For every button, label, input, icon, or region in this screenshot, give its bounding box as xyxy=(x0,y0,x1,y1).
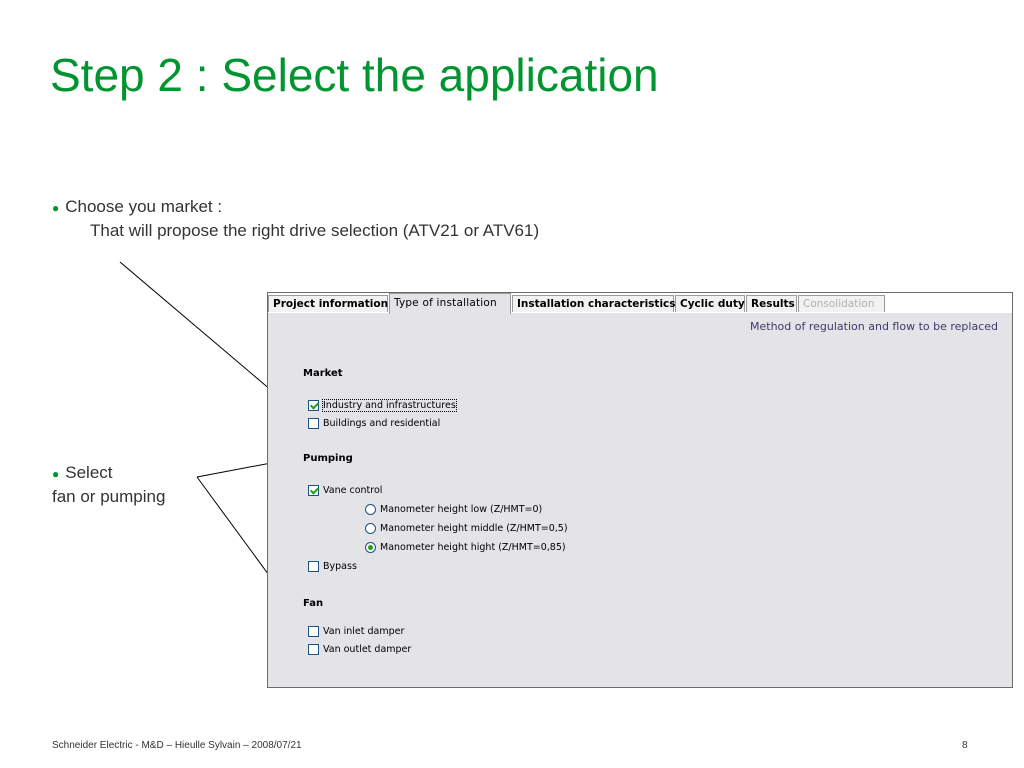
bullet-market-text: Choose you market : xyxy=(65,197,223,216)
tab-consolidation: Consolidation xyxy=(798,295,885,312)
bullet-dot: ● xyxy=(52,200,60,215)
industry-checkbox[interactable]: Industry and infrastructures xyxy=(308,399,457,412)
section-pumping: Pumping xyxy=(303,453,353,464)
radio-manometer-low[interactable]: Manometer height low (Z/HMT=0) xyxy=(365,504,542,515)
slide-title: Step 2 : Select the application xyxy=(50,49,659,101)
tab-results[interactable]: Results xyxy=(746,295,797,312)
panel-header: Method of regulation and flow to be repl… xyxy=(750,320,998,333)
radio-manometer-middle[interactable]: Manometer height middle (Z/HMT=0,5) xyxy=(365,523,568,534)
radio-manometer-high[interactable]: Manometer height hight (Z/HMT=0,85) xyxy=(365,542,566,553)
tab-cyclic-duty[interactable]: Cyclic duty xyxy=(675,295,745,312)
radio-circle xyxy=(365,523,376,534)
tab-project-information[interactable]: Project information xyxy=(268,295,388,312)
buildings-checkbox[interactable]: Buildings and residential xyxy=(308,418,440,429)
section-fan: Fan xyxy=(303,598,324,609)
radio-circle xyxy=(365,504,376,515)
bypass-checkbox[interactable]: Bypass xyxy=(308,561,357,572)
tab-type-of-installation[interactable]: Type of installation xyxy=(389,293,511,314)
slide-footer: Schneider Electric - M&D – Hieulle Sylva… xyxy=(52,740,302,751)
industry-label: Industry and infrastructures xyxy=(322,399,457,412)
checkbox-box xyxy=(308,644,319,655)
bypass-label: Bypass xyxy=(323,561,357,572)
bullet-select-subtext: fan or pumping xyxy=(52,487,166,506)
bullet-select: ● Select xyxy=(52,463,113,483)
bullet-market-subtext: That will propose the right drive select… xyxy=(90,221,540,240)
bullet-dot: ● xyxy=(52,466,60,481)
section-market: Market xyxy=(303,368,343,379)
vane-control-label: Vane control xyxy=(323,485,383,496)
tab-installation-characteristics[interactable]: Installation characteristics xyxy=(512,295,676,312)
radio-manometer-high-label: Manometer height hight (Z/HMT=0,85) xyxy=(380,542,566,553)
checkbox-box xyxy=(308,561,319,572)
radio-manometer-middle-label: Manometer height middle (Z/HMT=0,5) xyxy=(380,523,568,534)
vane-control-checkbox[interactable]: Vane control xyxy=(308,485,382,496)
van-outlet-damper-label: Van outlet damper xyxy=(323,644,412,655)
van-inlet-damper-checkbox[interactable]: Van inlet damper xyxy=(308,626,404,637)
bullet-select-text: Select xyxy=(65,463,113,482)
tab-bar: Project information Type of installation… xyxy=(268,293,1012,314)
page-number: 8 xyxy=(962,740,968,751)
app-window: Project information Type of installation… xyxy=(267,292,1013,688)
checkbox-box xyxy=(308,485,319,496)
van-inlet-damper-label: Van inlet damper xyxy=(323,626,405,637)
buildings-label: Buildings and residential xyxy=(323,418,441,429)
checkbox-box xyxy=(308,400,319,411)
radio-manometer-low-label: Manometer height low (Z/HMT=0) xyxy=(380,504,543,515)
checkbox-box xyxy=(308,418,319,429)
radio-circle xyxy=(365,542,376,553)
van-outlet-damper-checkbox[interactable]: Van outlet damper xyxy=(308,644,411,655)
bullet-market: ● Choose you market : xyxy=(52,197,222,217)
checkbox-box xyxy=(308,626,319,637)
